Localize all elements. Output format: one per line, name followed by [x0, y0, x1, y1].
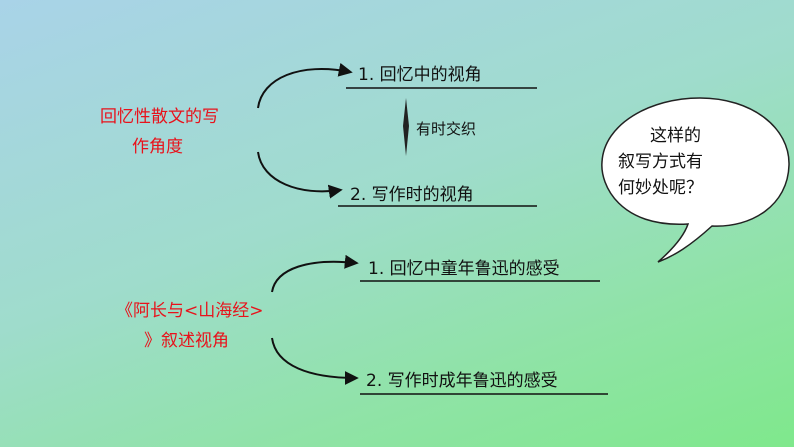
bubble-line1: 这样的 — [650, 126, 701, 146]
speech-bubble — [601, 97, 790, 263]
arrow-upper-2 — [271, 254, 359, 293]
section2-title-line1: 《阿长与<山海经> — [116, 301, 264, 321]
arrow-lower-1 — [257, 151, 343, 199]
interweave-divider — [403, 98, 409, 156]
section2-item2: 2. 写作时成年鲁迅的感受 — [366, 371, 558, 391]
arrow-lower-2 — [271, 337, 359, 385]
section1-item2: 2. 写作时的视角 — [350, 185, 474, 205]
arrow-upper-1 — [257, 62, 353, 109]
middle-note: 有时交织 — [416, 120, 477, 138]
section2-title: 《阿长与<山海经> 》叙述视角 — [116, 296, 264, 356]
bubble-line3: 何妙处呢？ — [618, 178, 703, 198]
section1-title: 回忆性散文的写 作角度 — [100, 102, 219, 162]
section1-title-line2: 作角度 — [132, 137, 183, 157]
section2-title-line2: 》叙述视角 — [144, 331, 229, 351]
bubble-line2: 叙写方式有 — [618, 152, 703, 172]
section1-title-line1: 回忆性散文的写 — [100, 107, 219, 127]
section2-item1: 1. 回忆中童年鲁迅的感受 — [368, 259, 560, 279]
section1-item1: 1. 回忆中的视角 — [358, 65, 482, 85]
